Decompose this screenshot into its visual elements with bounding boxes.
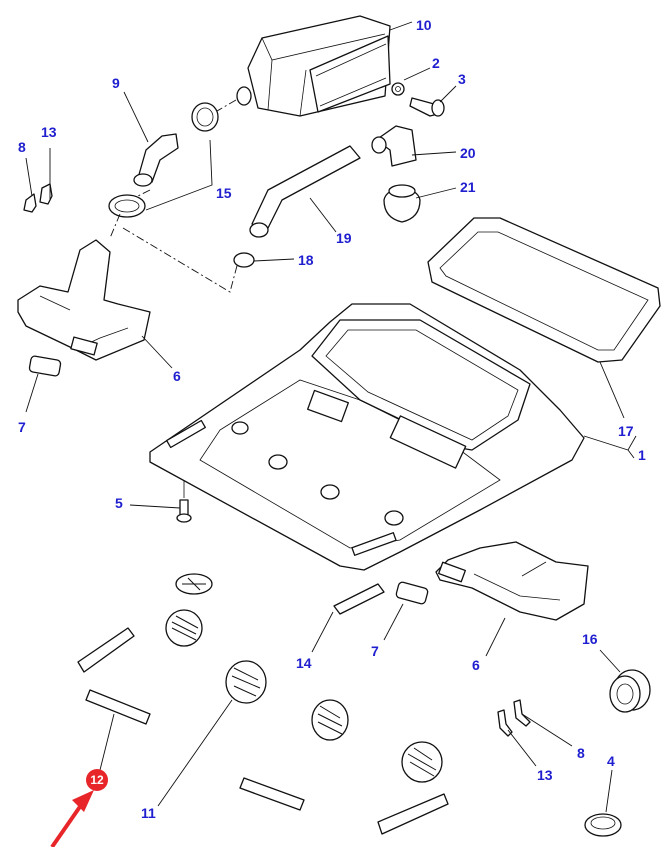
callout-11[interactable]: 11 [141, 805, 156, 821]
callout-18[interactable]: 18 [298, 252, 314, 268]
clamp-upper-part-15[interactable] [191, 102, 219, 132]
callout-21[interactable]: 21 [460, 179, 476, 195]
callout-2[interactable]: 2 [432, 55, 440, 71]
grommet-part-21[interactable] [383, 184, 421, 223]
clamp-lower-part-15[interactable] [108, 194, 146, 218]
callout-9[interactable]: 9 [112, 75, 120, 91]
callout-19[interactable]: 19 [336, 230, 352, 246]
callout-17[interactable]: 17 [618, 423, 634, 439]
linear-vent-part[interactable] [77, 627, 135, 673]
callout-6-bottom[interactable]: 6 [472, 657, 480, 673]
roof-panel-part-1[interactable] [149, 303, 585, 571]
clip-part-13-right[interactable] [497, 709, 513, 737]
callout-10[interactable]: 10 [416, 17, 432, 33]
callout-16[interactable]: 16 [582, 631, 598, 647]
air-duct-right-part-6[interactable] [435, 541, 589, 621]
callout-14[interactable]: 14 [296, 655, 312, 671]
callout-7-top[interactable]: 7 [18, 419, 26, 435]
callout-1[interactable]: 1 [638, 447, 646, 463]
screw-part-3[interactable] [409, 97, 445, 117]
grommet-part-16[interactable] [609, 669, 651, 713]
callout-15[interactable]: 15 [216, 185, 232, 201]
heater-unit-part-10[interactable] [236, 15, 391, 117]
round-vent-part[interactable] [311, 699, 349, 741]
clip-part-8-right[interactable] [513, 699, 531, 727]
callout-8-bottom[interactable]: 8 [577, 745, 585, 761]
callout-4[interactable]: 4 [607, 753, 615, 769]
round-vent-part[interactable] [165, 609, 203, 647]
callout-3[interactable]: 3 [458, 71, 466, 87]
seal-strip-part-14[interactable] [333, 583, 385, 615]
clip-part-8[interactable] [23, 193, 37, 213]
highlight-arrow [50, 790, 94, 847]
tube-part-19[interactable] [249, 145, 361, 238]
tray-part-17[interactable] [427, 217, 661, 363]
callout-8-top[interactable]: 8 [18, 139, 26, 155]
elbow-part-20[interactable] [371, 125, 417, 167]
washer-part-2[interactable] [391, 82, 405, 96]
callout-7-bottom[interactable]: 7 [371, 643, 379, 659]
round-vent-part[interactable] [401, 741, 443, 783]
clamp-part-18[interactable] [233, 252, 255, 268]
linear-vent-part-12[interactable] [85, 689, 151, 725]
callout-6-top[interactable]: 6 [173, 368, 181, 384]
linear-vent-part[interactable] [239, 777, 305, 811]
gasket-part-7-right[interactable] [395, 581, 429, 605]
leader-lines [25, 21, 637, 813]
round-vent-part[interactable] [175, 573, 213, 595]
hose-part-9[interactable] [133, 133, 179, 187]
gasket-part-7[interactable] [28, 355, 62, 377]
clamp-part-4[interactable] [584, 813, 622, 837]
callout-13-top[interactable]: 13 [41, 124, 57, 140]
air-duct-left-part-6[interactable] [17, 239, 151, 361]
callout-5[interactable]: 5 [115, 495, 123, 511]
callout-12-highlighted[interactable]: 12 [86, 769, 108, 791]
screw-part-5[interactable] [176, 480, 192, 523]
linear-vent-part[interactable] [377, 793, 449, 835]
round-vent-part-11[interactable] [225, 660, 267, 704]
callout-20[interactable]: 20 [460, 145, 476, 161]
callout-13-bottom[interactable]: 13 [537, 767, 553, 783]
